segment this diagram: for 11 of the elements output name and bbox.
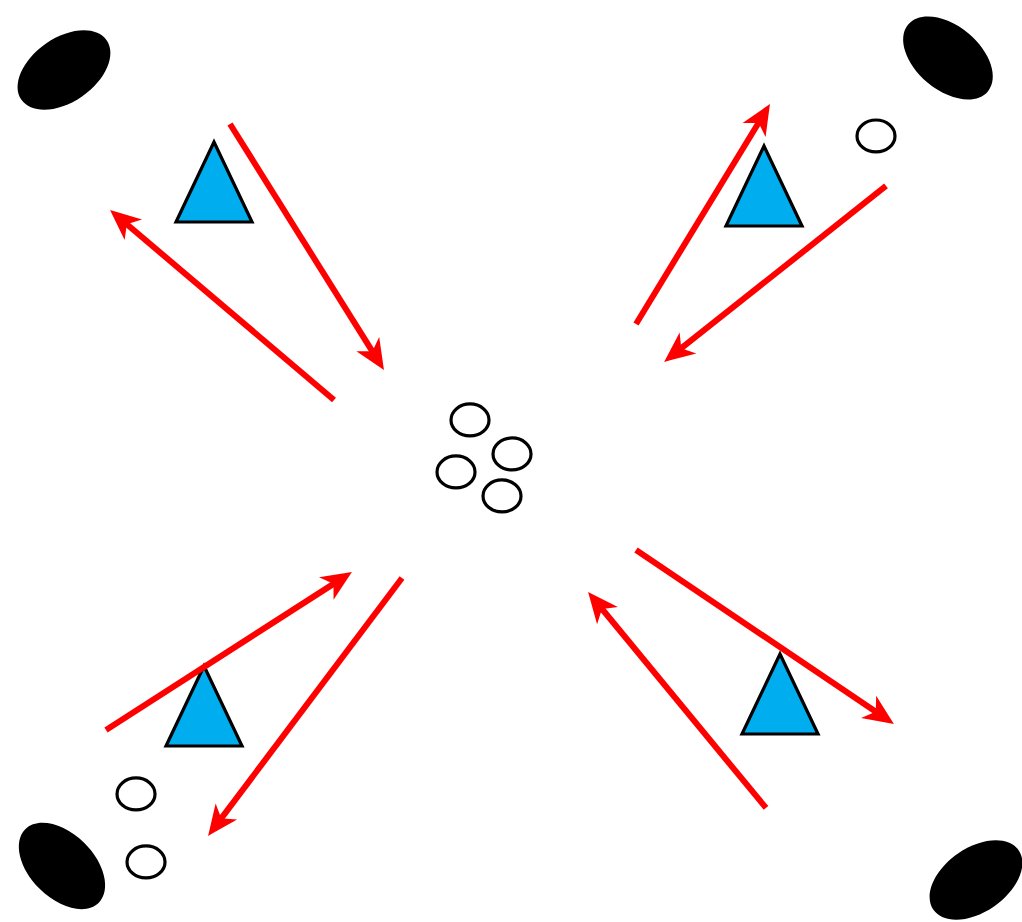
- ellipse-blob: [17, 30, 111, 110]
- small-circle: [449, 402, 491, 438]
- small-circle: [125, 844, 167, 880]
- small-circle: [855, 118, 897, 154]
- ellipse-blob: [18, 822, 106, 910]
- small-circle: [491, 436, 533, 472]
- ellipse-blob: [903, 16, 993, 100]
- small-circle: [481, 478, 523, 514]
- ellipse-blob: [929, 840, 1022, 920]
- small-circle: [435, 454, 477, 490]
- small-circle: [115, 776, 157, 812]
